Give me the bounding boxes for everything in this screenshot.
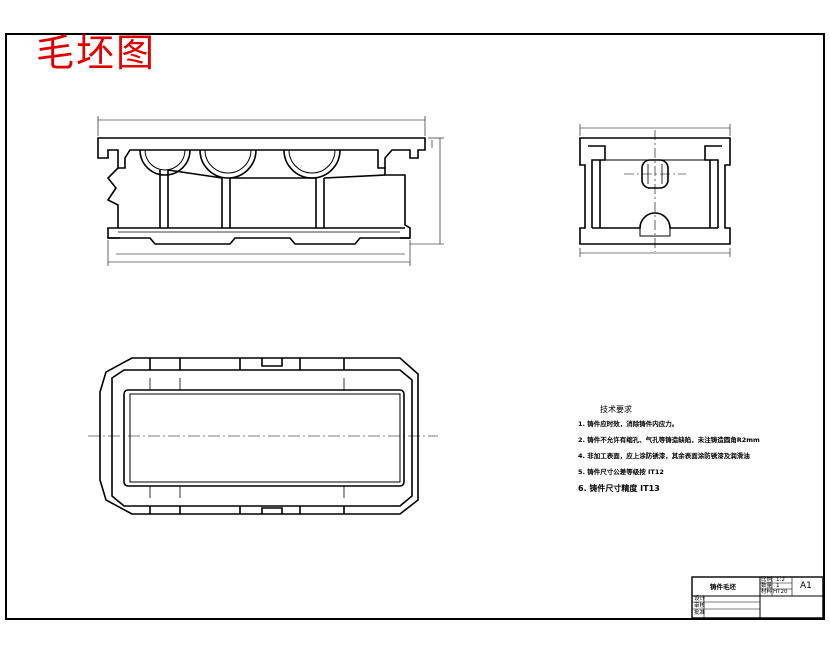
title-block-frame (691, 576, 824, 619)
part-name: 铸件毛坯 (710, 583, 736, 591)
scale-value: 1:2 (776, 577, 785, 583)
material-label: 材料 (761, 589, 773, 595)
note-item: 4. 非加工表面，应上涂防锈漆，其余表面涂防锈漆及润滑油 (578, 452, 750, 460)
drawing-title: 毛坯图 (36, 31, 157, 75)
note-item: 5. 铸件尺寸公差等级按 IT12 (578, 468, 664, 476)
note-item: 1. 铸件应时效，消除铸件内应力。 (578, 420, 679, 428)
material-value: HT20 (773, 589, 788, 595)
quantity-value: 1 (776, 583, 780, 589)
title-block: 铸件毛坯 比例 数量 材料 1:2 1 HT20 A1 设计 审核 批准 (692, 577, 823, 618)
sheet-size: A1 (800, 581, 812, 591)
quantity-label: 数量 (761, 583, 773, 589)
note-item: 2. 铸件不允许有缩孔、气孔等铸造缺陷，未注铸造圆角R2mm (578, 436, 760, 444)
technical-notes: 技术要求 1. 铸件应时效，消除铸件内应力。 2. 铸件不允许有缩孔、气孔等铸造… (578, 404, 760, 501)
row-label-approve: 批准 (694, 610, 706, 616)
row-label-design: 设计 (694, 596, 706, 602)
technical-notes-heading: 技术要求 (600, 405, 632, 414)
side-view (579, 124, 731, 257)
row-label-review: 审核 (694, 603, 706, 609)
top-view (88, 357, 438, 515)
sheet-border (5, 33, 825, 620)
front-view (97, 116, 444, 266)
note-item: 6. 铸件尺寸精度 IT13 (578, 484, 660, 493)
scale-label: 比例 (761, 577, 773, 583)
